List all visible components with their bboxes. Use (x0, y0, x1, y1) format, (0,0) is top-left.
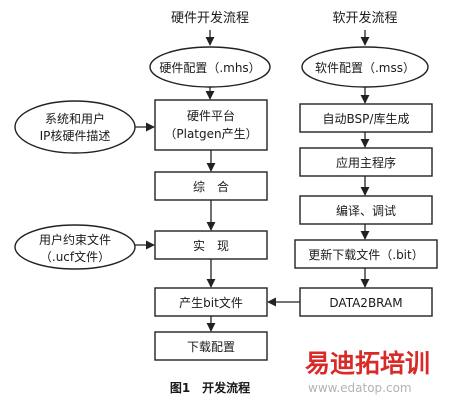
gen-bit-box (154, 287, 268, 317)
sys-ip-desc-label-2: IP核硬件描述 (40, 129, 111, 143)
user-constraints-label-2: （.ucf文件） (40, 249, 110, 264)
app-main-label: 应用主程序 (336, 155, 396, 170)
hardware-flow-header: 硬件开发流程 (171, 10, 249, 26)
download-config-box (154, 331, 268, 361)
software-flow-header: 软开发流程 (332, 10, 397, 26)
sys-ip-desc-label-1: 系统和用户 (45, 111, 105, 126)
hw-config-label: 硬件配置（.mhs） (159, 61, 260, 75)
download-config-label: 下载配置 (187, 340, 235, 354)
auto-bsp-box (299, 103, 433, 133)
auto-bsp-label: 自动BSP/库生成 (323, 111, 410, 126)
synthesis-label: 综 合 (193, 179, 229, 194)
update-download-box (294, 239, 438, 269)
hw-platform-label-2: （Platgen产生） (164, 127, 257, 141)
sys-ip-desc-oval (14, 100, 136, 154)
update-download-label: 更新下载文件（.bit） (308, 247, 423, 262)
app-main-box (299, 147, 433, 177)
figure-caption: 图1 开发流程 (170, 380, 250, 395)
user-constraints-label-1: 用户约束文件 (39, 232, 111, 247)
watermark-brand: 易迪拓培训 (305, 349, 430, 378)
watermark-url: www.edatop.com (308, 381, 412, 395)
gen-bit-label: 产生bit文件 (179, 295, 243, 310)
compile-debug-label: 编译、调试 (336, 203, 396, 218)
data2bram-label: DATA2BRAM (329, 296, 402, 310)
implement-box (154, 230, 268, 260)
hw-platform-label-1: 硬件平台 (187, 108, 235, 123)
user-constraints-oval (14, 224, 136, 270)
implement-label: 实 现 (193, 238, 229, 253)
hw-platform-box (154, 99, 268, 151)
compile-debug-box (299, 195, 433, 225)
sw-config-label: 软件配置（.mss） (315, 61, 415, 75)
